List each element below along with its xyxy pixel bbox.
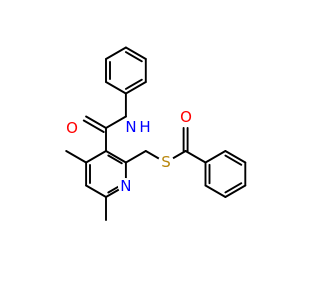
atom-label: S bbox=[161, 153, 171, 171]
bond bbox=[224, 182, 243, 194]
bond bbox=[204, 150, 227, 164]
bond bbox=[124, 51, 143, 63]
atom-label: H bbox=[139, 118, 150, 136]
molecule-structure-diagram: O N H N S O bbox=[64, 46, 247, 221]
bond bbox=[204, 184, 227, 198]
atom-label-background bbox=[178, 109, 194, 125]
bond bbox=[105, 150, 127, 164]
bond bbox=[85, 150, 107, 164]
bond bbox=[85, 184, 107, 198]
bond-layer bbox=[65, 46, 247, 221]
bond bbox=[124, 81, 147, 95]
atom-label: O bbox=[180, 108, 192, 126]
bond bbox=[124, 78, 143, 90]
atom-label-background bbox=[64, 120, 80, 136]
atom-label-background bbox=[158, 154, 174, 170]
bond bbox=[224, 184, 247, 198]
bond bbox=[82, 119, 105, 133]
bond bbox=[85, 115, 107, 129]
atom-label: N bbox=[125, 118, 136, 136]
atom-label-background bbox=[117, 178, 134, 194]
bond bbox=[224, 150, 247, 164]
bond bbox=[224, 154, 243, 166]
bond bbox=[107, 154, 123, 165]
atom-label-background bbox=[127, 118, 145, 136]
bond bbox=[105, 46, 127, 60]
bond bbox=[65, 150, 88, 164]
atom-label-layer: O N H N S O bbox=[64, 108, 194, 195]
bond bbox=[124, 46, 147, 60]
bond bbox=[105, 81, 127, 95]
bond bbox=[105, 115, 127, 129]
atom-label: O bbox=[66, 119, 78, 137]
bond bbox=[124, 150, 147, 164]
atom-label: N bbox=[120, 177, 131, 195]
bond bbox=[184, 150, 207, 164]
